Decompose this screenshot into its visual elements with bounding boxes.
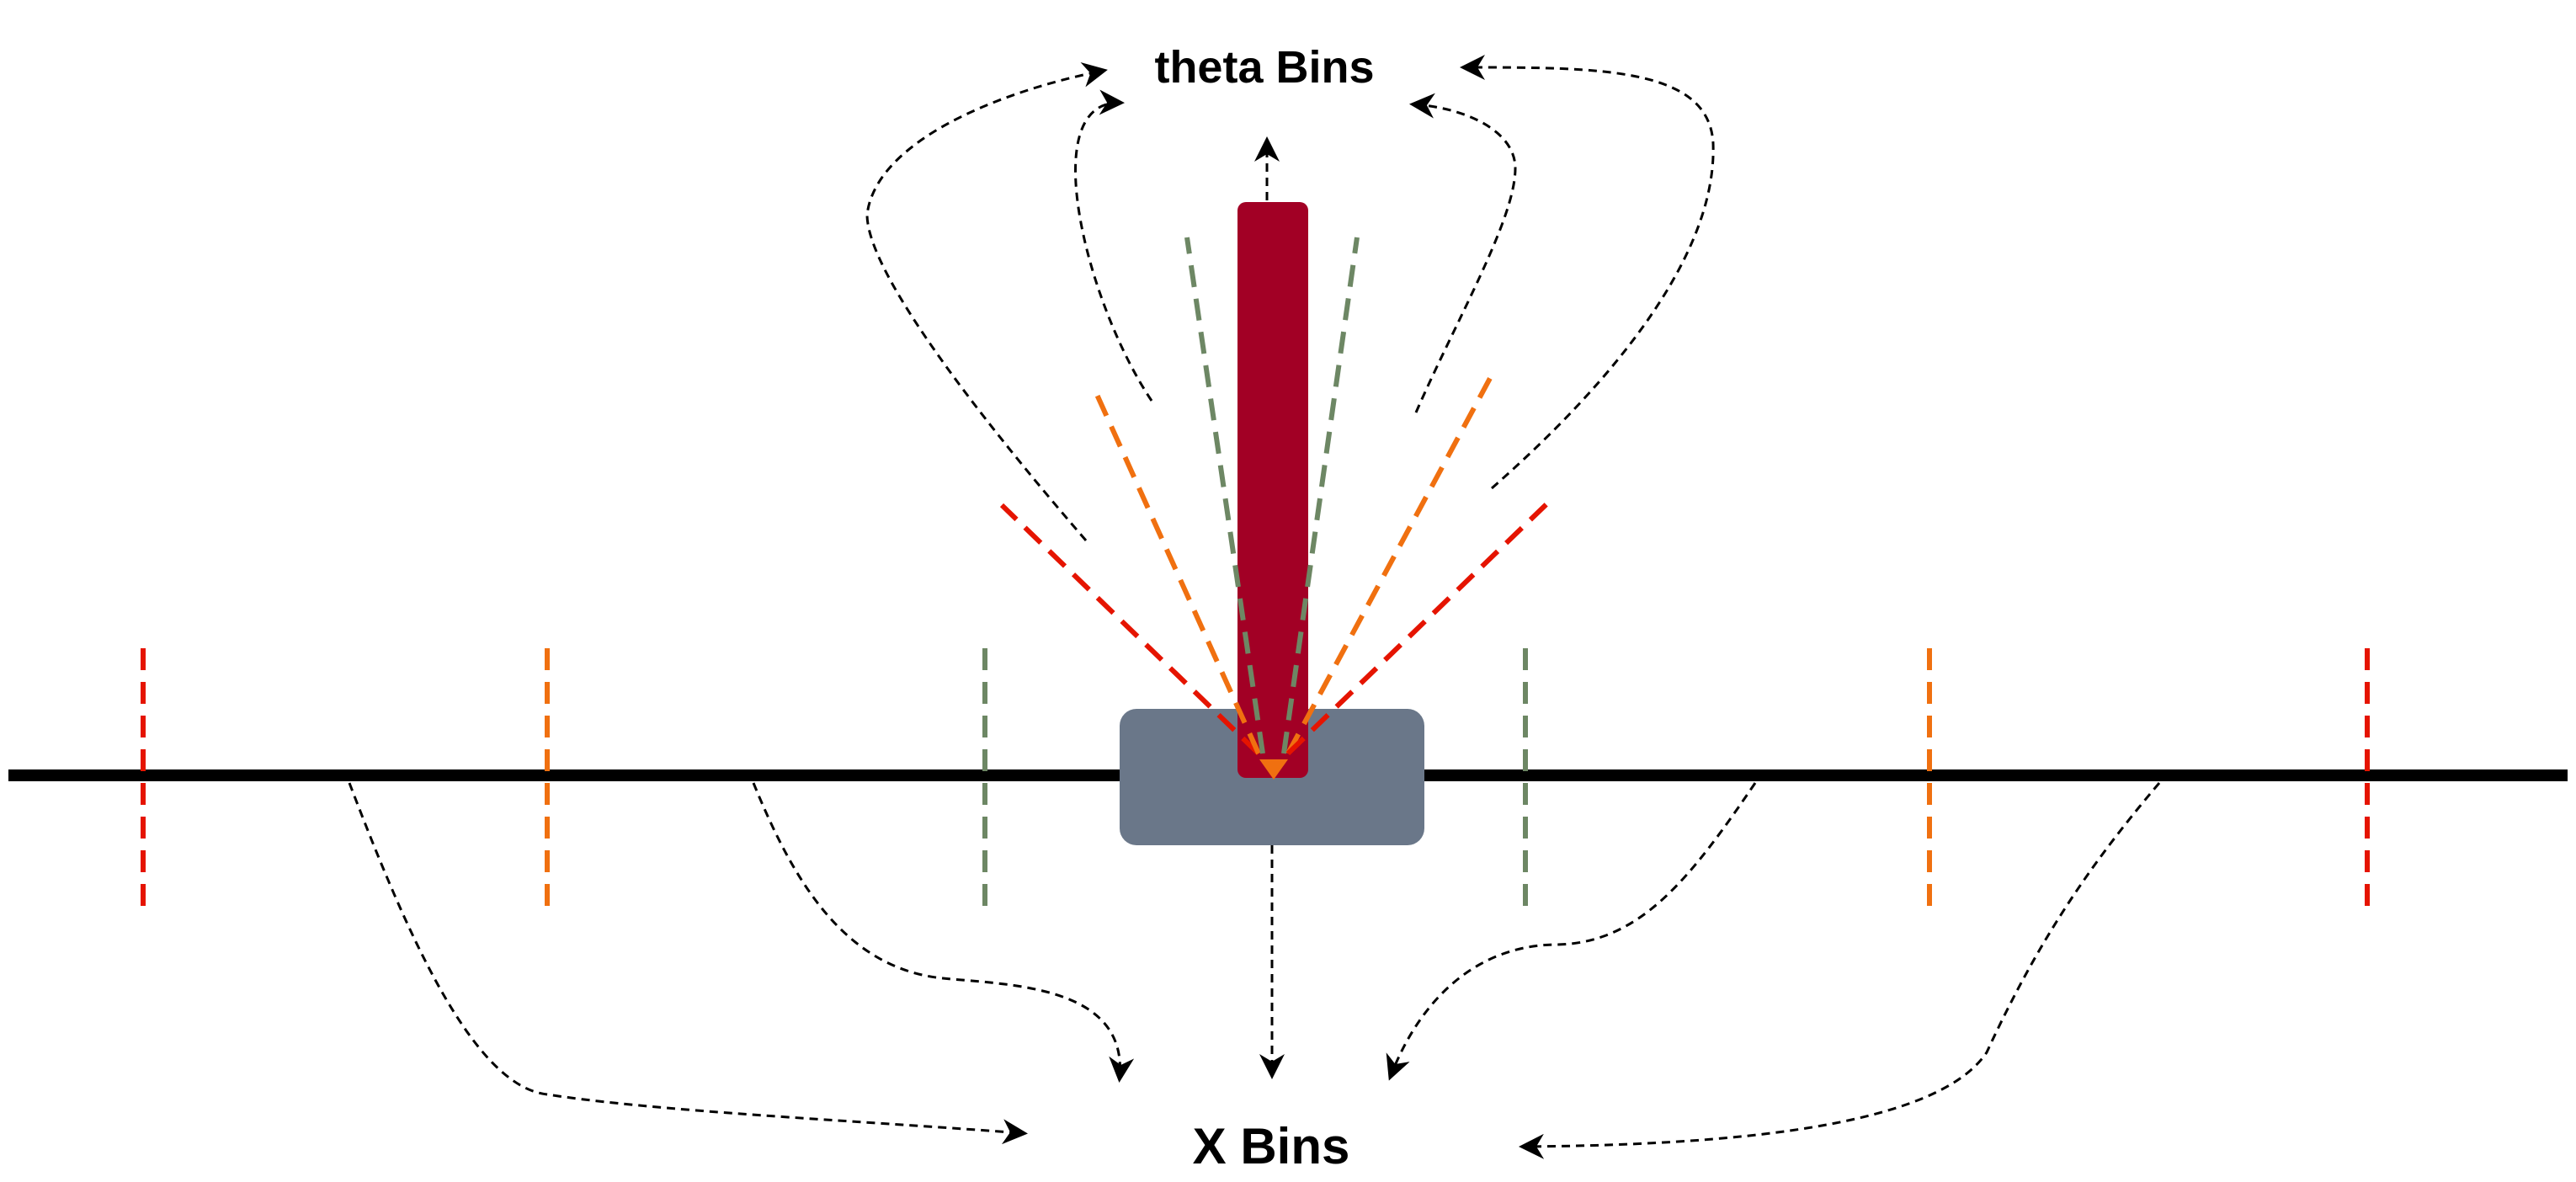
x-arrow-right-far (1519, 782, 2161, 1159)
theta-bin-boundaries (999, 237, 1550, 756)
x-arrow-left-far (348, 782, 1028, 1145)
pole (1237, 202, 1308, 778)
x-bin-arrows (348, 782, 2161, 1159)
x-bin-boundaries (141, 648, 2370, 911)
theta-bin-boundary-left-inner (1184, 237, 1265, 754)
theta-bin-boundary-right-middle (1285, 369, 1497, 755)
theta-bin-arrows (865, 55, 1715, 541)
theta-bins-label: theta Bins (1154, 42, 1374, 93)
pivot-marker (1259, 759, 1288, 780)
x-bins-label: X Bins (1193, 1118, 1350, 1174)
x-arrow-right-near (1386, 782, 1757, 1081)
x-arrow-left-near (752, 782, 1135, 1083)
theta-bin-boundary-left-outer (999, 503, 1261, 756)
theta-arrow-left-outer (865, 62, 1108, 541)
theta-bin-boundary-right-outer (1285, 501, 1550, 756)
theta-bin-boundary-right-inner (1281, 237, 1360, 754)
theta-arrow-right-outer (1460, 55, 1715, 490)
theta-arrow-right-inner (1409, 93, 1517, 413)
theta-arrow-left-inner (1074, 89, 1153, 402)
